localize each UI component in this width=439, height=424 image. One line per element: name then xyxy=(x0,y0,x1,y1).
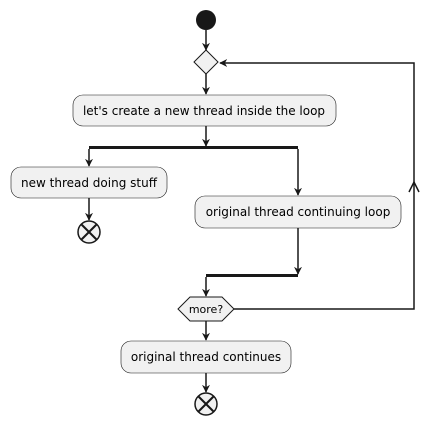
final-end-node xyxy=(194,392,218,416)
activity-new-thread: new thread doing stuff xyxy=(10,166,168,199)
decision-more-label: more? xyxy=(189,303,223,316)
loop-merge-diamond xyxy=(193,49,219,75)
start-node xyxy=(196,10,216,30)
activity-original-loop-label: original thread continuing loop xyxy=(206,205,391,219)
activity-continues-label: original thread continues xyxy=(131,350,281,364)
decision-more: more? xyxy=(177,296,235,322)
activity-continues: original thread continues xyxy=(120,340,292,374)
fork-bar xyxy=(89,146,298,149)
activity-original-loop: original thread continuing loop xyxy=(194,195,402,229)
activity-new-thread-label: new thread doing stuff xyxy=(21,176,158,190)
new-thread-end-node xyxy=(77,220,101,244)
edges xyxy=(85,30,420,393)
edge-more-loop-back xyxy=(219,59,415,310)
join-bar xyxy=(206,274,298,277)
activity-create-thread-label: let's create a new thread inside the loo… xyxy=(83,104,325,118)
loop-back-direction-arrow xyxy=(408,180,420,193)
activity-create-thread: let's create a new thread inside the loo… xyxy=(72,94,337,127)
